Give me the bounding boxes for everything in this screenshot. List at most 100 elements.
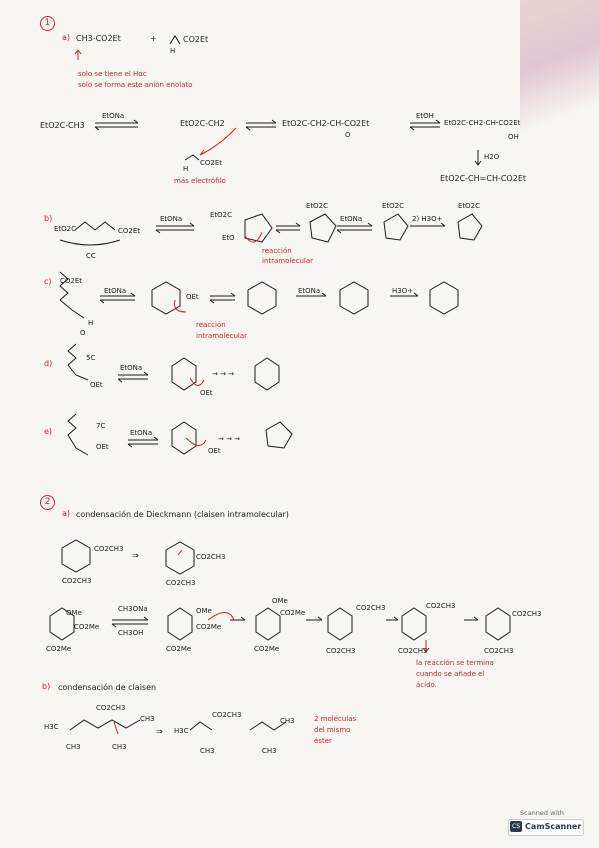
e-ring-1 <box>171 421 197 455</box>
seq-ring-2 <box>167 607 193 641</box>
b2-ch3-e: CH3 <box>280 717 295 725</box>
b-ring-3 <box>383 213 409 241</box>
row1-condition-2: EtOH <box>416 112 434 120</box>
c-ring-2 <box>247 281 277 315</box>
b-brace <box>59 239 121 246</box>
c-condition: EtONa <box>104 287 127 295</box>
seq6-group: CO2CH3 <box>512 610 542 618</box>
row1-condition: EtONa <box>102 112 125 120</box>
c-arrow-1 <box>100 292 136 297</box>
a-reagent-1: CH3-CO2Et <box>76 34 121 43</box>
question-number-2: 2 <box>40 495 55 510</box>
e-chain <box>67 413 77 436</box>
seq-arrow-1b <box>111 623 148 628</box>
b2-co2: CO2CH3 <box>212 711 242 719</box>
b-condition: EtONa <box>160 215 183 223</box>
seq-ring-3 <box>255 607 281 641</box>
e-oet: OEt <box>96 443 109 451</box>
e-arrow <box>128 436 159 441</box>
c-h: H <box>88 319 94 327</box>
seq-arrow-4 <box>386 616 399 621</box>
c-ring-1 <box>151 281 181 315</box>
row1-start: EtO2C-CH3 <box>40 121 85 130</box>
d-5c: 5C <box>86 354 96 362</box>
b2-implies: ⇒ <box>156 727 163 736</box>
a-plus: + <box>150 34 157 43</box>
e-tail <box>67 434 89 456</box>
eq-arrow-1 <box>95 119 139 124</box>
q2-ring-1 <box>61 539 91 573</box>
c-group: CO2Et <box>60 277 83 285</box>
row1-hydroxyl: OH <box>508 133 519 141</box>
b-ring-1 <box>244 213 273 243</box>
seq-arrow-5 <box>464 616 479 621</box>
seq-red-curve <box>207 612 235 621</box>
q2-a-group-2: CO2CH3 <box>62 577 92 585</box>
row1-oxygen: O <box>345 131 351 139</box>
camscanner-icon: CS <box>510 821 522 832</box>
b-condition-2: EtONa <box>340 215 363 223</box>
part-b-label: b) <box>44 214 53 223</box>
end-note-1: la reacción se termina <box>416 659 494 667</box>
seq6-bottom: CO2CH3 <box>484 647 514 655</box>
b2-note-3: éster <box>314 737 332 745</box>
seq-condition-top: CH3ONa <box>118 605 148 613</box>
seq3-co2me-bottom: CO2Me <box>254 645 280 653</box>
seq4-bottom: CO2CH3 <box>326 647 356 655</box>
d-ring-2 <box>254 357 280 391</box>
end-note-3: ácido. <box>416 681 437 689</box>
b-cc: CC <box>86 252 96 260</box>
red-end-arrow <box>422 640 430 653</box>
b-red-curve <box>244 231 263 243</box>
seq5-group: CO2CH3 <box>426 602 456 610</box>
seq2-co2me-bottom: CO2Me <box>166 645 192 653</box>
row2-product: EtO2C-CH=CH-CO2Et <box>440 174 527 183</box>
b-ring-4 <box>457 213 483 241</box>
d-red-curve <box>189 377 205 386</box>
a-hydrogen: H <box>170 47 176 55</box>
c-note-2: intramolecular <box>196 332 248 340</box>
electrophile-note: más electrófilo <box>174 177 226 185</box>
seq-ring-5 <box>401 607 427 641</box>
b2-ch3-a: CH3 <box>140 715 155 723</box>
c-oet: OEt <box>186 293 199 301</box>
d-arrow-b <box>117 378 148 383</box>
electrophile-group: CO2Et <box>200 159 223 167</box>
d-condition: EtONa <box>120 364 143 372</box>
b2-frag2 <box>249 721 287 731</box>
b2-red-cut <box>113 721 119 735</box>
a-note-1: solo se tiene el Hαc <box>78 70 147 78</box>
b-ester-2: EtO2C <box>382 202 405 210</box>
b-ethoxide: EtO <box>222 234 235 242</box>
b-arrow-1b <box>155 229 194 234</box>
q2-a-group-3: CO2CH3 <box>196 553 226 561</box>
eq-arrow-2 <box>246 119 277 124</box>
row1-adduct: EtO2C-CH2-CH-CO2Et <box>282 119 370 128</box>
b-condition-3: 2) H3O+ <box>412 215 443 223</box>
c-arrow-3 <box>296 292 327 297</box>
badge-box <box>508 819 584 836</box>
d-arrows: → → → <box>212 370 235 378</box>
eq-arrow-2b <box>245 126 276 131</box>
q2-a-title: condensación de Dieckmann (claisen intra… <box>76 510 289 519</box>
d-ring-1 <box>171 357 197 391</box>
q2-red-mark <box>177 549 183 556</box>
b-ester-1: EtO2C <box>306 202 329 210</box>
a-note-2: solo se forma este anión enolato <box>78 81 193 89</box>
b-intermediate: EtO2C <box>210 211 233 219</box>
d-oet: OEt <box>90 381 103 389</box>
b2-ch3-f: CH3 <box>262 747 277 755</box>
seq-arrow-2 <box>230 616 246 621</box>
c-note-1: reacción <box>196 321 226 329</box>
b-arrow-1 <box>156 222 195 227</box>
e-arrow-b <box>127 443 158 448</box>
eq-arrow-1b <box>94 126 138 131</box>
c-arrow-2 <box>210 292 236 297</box>
seq1-ome: OMe <box>66 609 82 617</box>
a-reagent-2: CO2Et <box>183 35 209 44</box>
c-condition-3: H3O+ <box>392 287 414 295</box>
seq-ring-6 <box>485 607 511 641</box>
end-note-2: cuando se añade el <box>416 670 485 678</box>
q2-ring-2 <box>165 541 195 575</box>
